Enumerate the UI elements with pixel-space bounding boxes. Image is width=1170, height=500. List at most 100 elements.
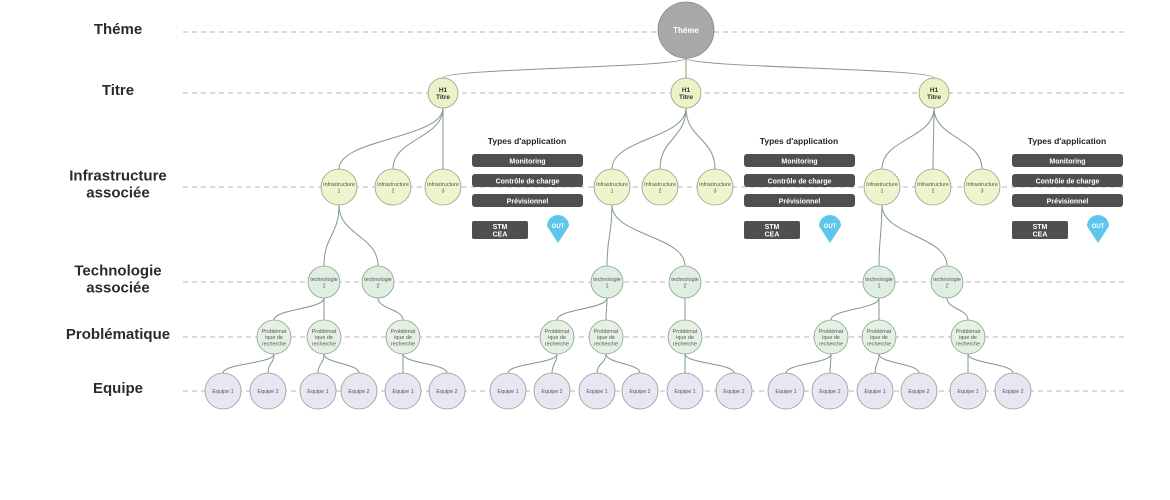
infrastructure-node xyxy=(320,168,358,206)
connector-line xyxy=(338,204,379,267)
out-marker-label: OUT xyxy=(552,224,565,230)
equipe-node-label: Equipe 1 xyxy=(674,389,695,395)
equipe-node xyxy=(621,372,659,410)
problematique-node xyxy=(385,319,421,355)
nodes-layer: Equipe 1 Equipe 2 Equipe 1 Equipe 2 Equipe 1… xyxy=(204,1,1032,410)
connector-line xyxy=(273,297,325,321)
connector-line xyxy=(556,297,608,321)
problematique-node xyxy=(667,319,703,355)
equipe-node xyxy=(249,372,287,410)
titre-node xyxy=(918,77,950,109)
infrastructure-node xyxy=(374,168,412,206)
connector-line xyxy=(785,353,832,374)
application-pill-label: Prévisionnel xyxy=(507,198,549,205)
connector-line xyxy=(317,353,325,374)
connector-line xyxy=(222,353,275,374)
application-pill xyxy=(1012,154,1123,167)
problematique-node xyxy=(306,319,342,355)
technologie-node xyxy=(930,265,964,299)
connector-line xyxy=(878,353,920,374)
equipe-node-label: Equipe 2 xyxy=(629,389,650,395)
application-pill xyxy=(1012,174,1123,187)
application-pill xyxy=(1012,194,1123,207)
connector-line xyxy=(830,297,880,321)
stm-cea-tag xyxy=(1012,221,1068,239)
equipe-node xyxy=(715,372,753,410)
equipe-node-label: Equipe 2 xyxy=(436,389,457,395)
connector-line xyxy=(392,107,444,170)
connector-line xyxy=(874,353,880,374)
equipe-node-label: Equipe 1 xyxy=(957,389,978,395)
technologie-node xyxy=(668,265,702,299)
problematique-node xyxy=(539,319,575,355)
equipe-node-label: Equipe 1 xyxy=(307,389,328,395)
equipe-node-label: Equipe 2 xyxy=(348,389,369,395)
out-marker-label: OUT xyxy=(824,224,837,230)
panel-title: Types d'application xyxy=(1028,136,1106,146)
connector-line xyxy=(932,107,935,170)
stm-cea-tag xyxy=(472,221,528,239)
equipe-node xyxy=(900,372,938,410)
application-pill-label: Contrôle de charge xyxy=(496,178,560,185)
application-pill-label: Contrôle de charge xyxy=(1036,178,1100,185)
equipe-node-label: Equipe 2 xyxy=(1002,389,1023,395)
theme-node-label: Théme xyxy=(673,26,699,35)
technologie-node xyxy=(361,265,395,299)
equipe-node-label: Equipe 2 xyxy=(908,389,929,395)
level-label-titre: Titre xyxy=(102,82,134,99)
theme-node xyxy=(657,1,715,59)
connector-line xyxy=(323,353,360,374)
titre-node xyxy=(427,77,459,109)
equipe-node xyxy=(578,372,616,410)
application-pill xyxy=(744,194,855,207)
connector-line xyxy=(684,353,735,374)
application-pill xyxy=(472,194,583,207)
connector-line xyxy=(605,297,608,321)
equipe-node xyxy=(994,372,1032,410)
equipe-node-label: Equipe 2 xyxy=(723,389,744,395)
equipe-node xyxy=(340,372,378,410)
technologie-node xyxy=(862,265,896,299)
problematique-node xyxy=(950,319,986,355)
infrastructure-node xyxy=(696,168,734,206)
connector-line xyxy=(507,353,558,374)
equipe-node xyxy=(949,372,987,410)
connector-line xyxy=(685,57,935,79)
out-marker-icon xyxy=(819,215,841,243)
connector-line xyxy=(442,57,687,79)
connector-line xyxy=(611,204,686,267)
problematique-node xyxy=(861,319,897,355)
panel-title: Types d'application xyxy=(488,136,566,146)
panel-title: Types d'application xyxy=(760,136,838,146)
equipe-node-label: Equipe 1 xyxy=(212,389,233,395)
application-pill xyxy=(744,174,855,187)
problematique-node xyxy=(813,319,849,355)
application-pill-label: Monitoring xyxy=(781,158,817,165)
equipe-node xyxy=(204,372,242,410)
connector-line xyxy=(878,204,883,267)
connector-line xyxy=(946,297,969,321)
infrastructure-node xyxy=(963,168,1001,206)
level-label-equipe: Equipe xyxy=(93,380,143,397)
equipe-node xyxy=(767,372,805,410)
technologie-node xyxy=(590,265,624,299)
connector-line xyxy=(881,107,935,170)
